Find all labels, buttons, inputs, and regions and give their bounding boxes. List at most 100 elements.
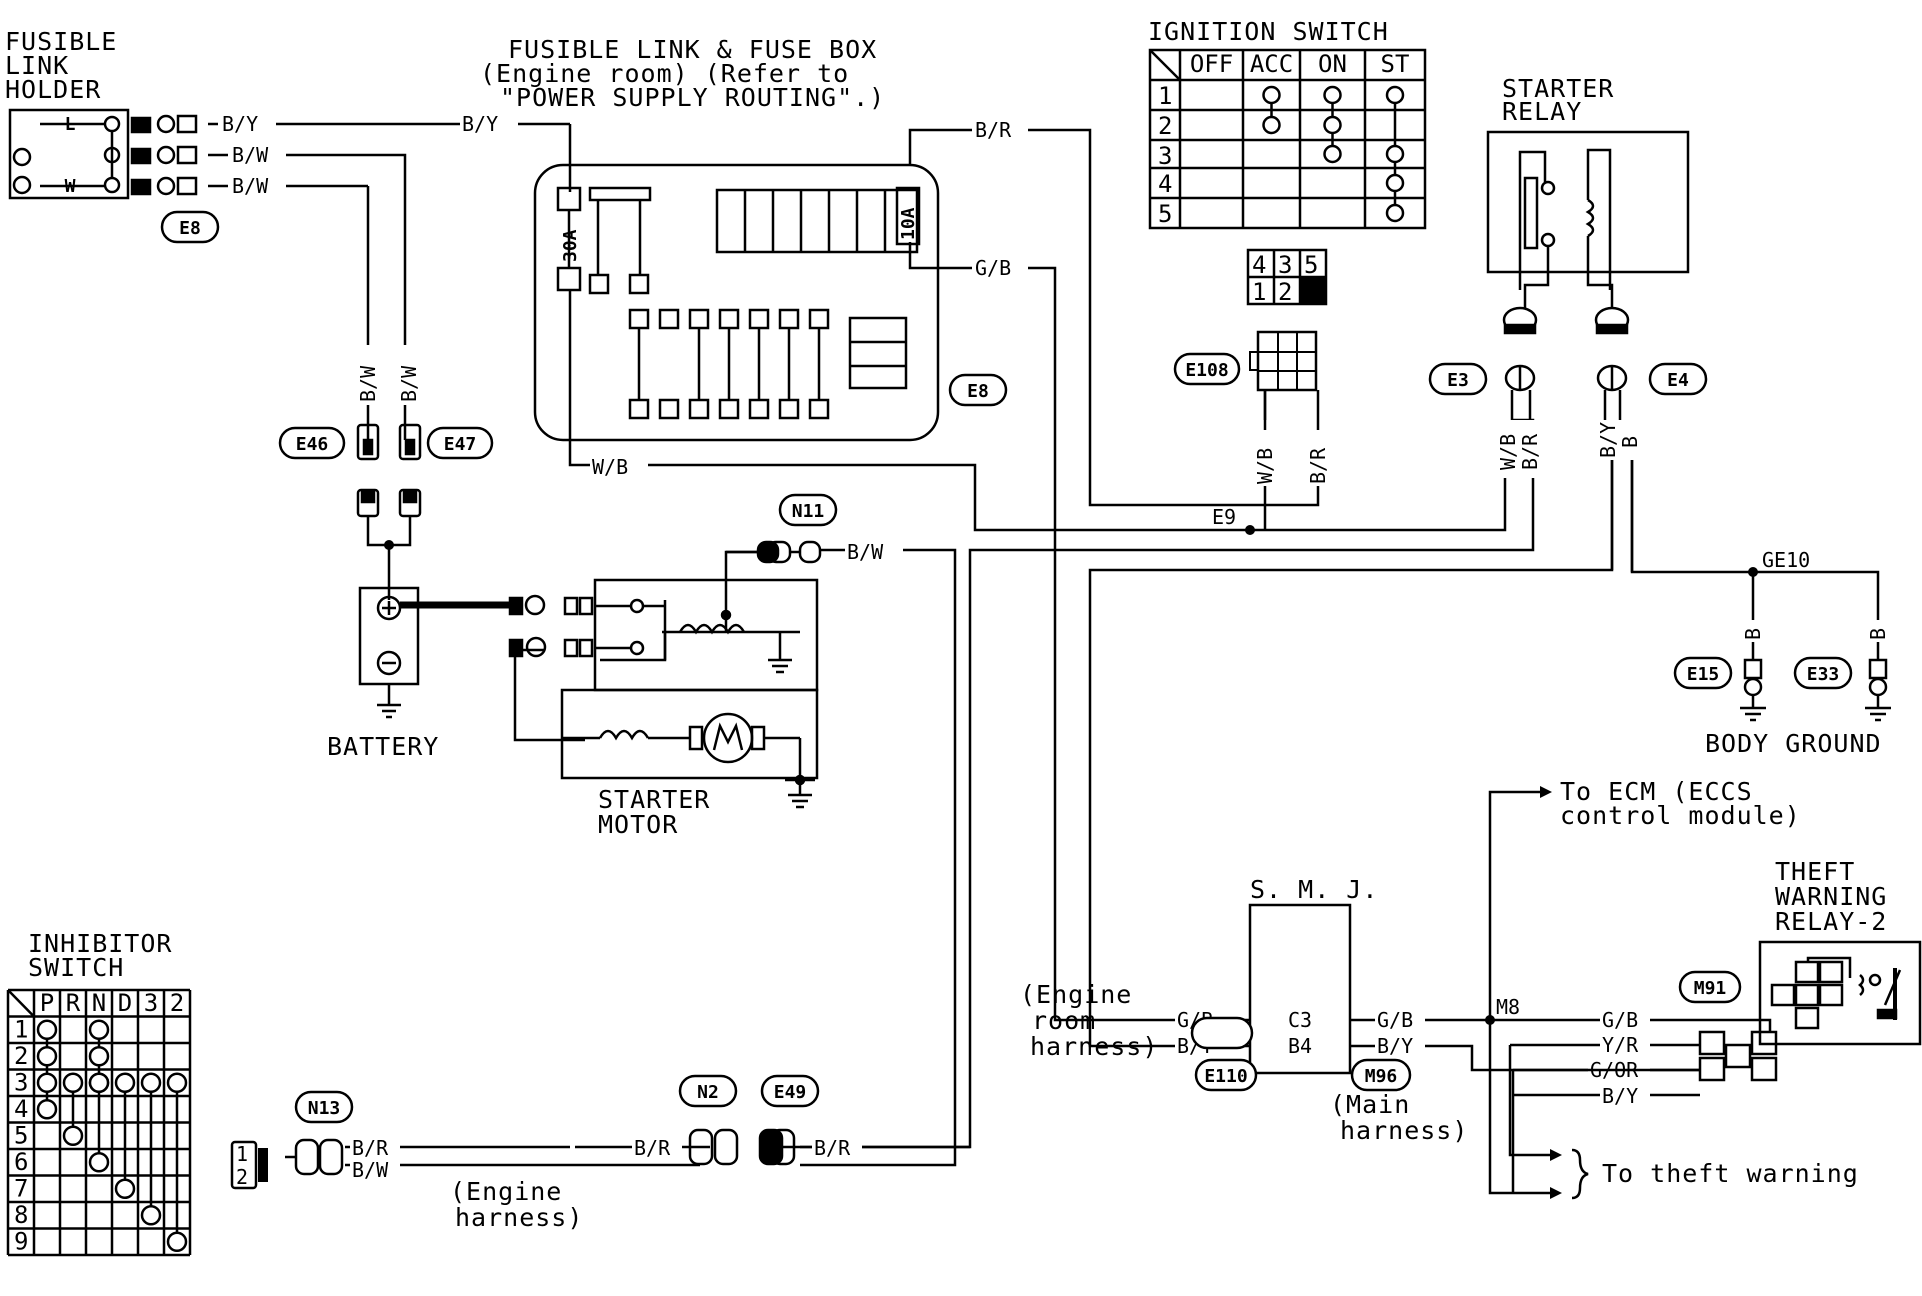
connector-N2-plug	[688, 1128, 796, 1166]
wire-label: B/Y	[1602, 1084, 1638, 1108]
ecm-arrow	[1540, 786, 1552, 798]
ignition-row-label: 3	[1158, 142, 1172, 170]
wire-label: B/W	[232, 143, 269, 167]
connector-M91-body	[1698, 1018, 1778, 1082]
ignition-header: ON	[1318, 50, 1347, 78]
wire-label: W/B	[592, 455, 628, 479]
connector-E33: E33	[1793, 656, 1853, 690]
ignition-continuity-dot	[1385, 85, 1405, 105]
fuse-10a: 10A	[898, 207, 919, 240]
engine-room-harness-line1: (Engine	[1020, 980, 1132, 1009]
wire-label: B/R	[1306, 447, 1330, 484]
connector-label: M91	[1694, 978, 1727, 999]
inhibitor-row-label: 7	[14, 1175, 28, 1203]
starter-motor-title: STARTER MOTOR	[598, 785, 709, 839]
connector-E47: E47	[426, 426, 494, 460]
connector-label: E108	[1185, 360, 1228, 381]
connector-label: N2	[697, 1082, 719, 1103]
inhibitor-plug-pin-2: 2	[236, 1165, 248, 1189]
ignition-continuity-dot	[1385, 144, 1405, 164]
ignition-switch-table	[1148, 48, 1427, 230]
smj-pin-b4: B4	[1288, 1034, 1312, 1058]
wire-label: B/W	[847, 540, 884, 564]
junction-M8: M8	[1496, 995, 1520, 1019]
inhibitor-plug: 1 2	[230, 1138, 344, 1190]
connector-label: E47	[444, 434, 477, 455]
connector-label: E15	[1687, 664, 1720, 685]
connector-E108: E108	[1173, 352, 1241, 386]
battery	[358, 586, 420, 719]
ignition-header: OFF	[1190, 50, 1233, 78]
connector-E110	[1190, 1016, 1254, 1050]
starter-relay-title: STARTER RELAY	[1502, 74, 1613, 126]
ignition-pin-1: 1	[1252, 278, 1266, 306]
ignition-header: ST	[1381, 50, 1410, 78]
inhibitor-continuity-dot	[88, 1019, 110, 1040]
starter-relay-title-line2: RELAY	[1502, 97, 1582, 126]
wire-label: B/W	[356, 365, 380, 402]
wire-label: B/W	[352, 1158, 389, 1182]
theft-relay-title-line2: WARNING	[1775, 882, 1887, 911]
battery-label: BATTERY	[327, 732, 439, 761]
connector-E46: E46	[278, 426, 346, 460]
ignition-row-label: 5	[1158, 200, 1172, 228]
fuse-box-title: FUSIBLE LINK & FUSE BOX (Engine room) (R…	[480, 35, 884, 112]
connector-label: N11	[792, 501, 825, 522]
inhibitor-row-label: 8	[14, 1201, 28, 1229]
connector-label: M96	[1365, 1066, 1398, 1087]
fusible-link-holder-title-line3: HOLDER	[5, 75, 101, 104]
engine-room-harness-line3: harness)	[1030, 1032, 1158, 1061]
ignition-row-label: 1	[1158, 82, 1172, 110]
ignition-continuity-dot	[1385, 173, 1405, 193]
connector-N11-plug	[726, 540, 822, 564]
wire-label: W/B	[1253, 448, 1277, 484]
inhibitor-row-label: 3	[14, 1069, 28, 1097]
inhibitor-title-line2: SWITCH	[28, 953, 124, 982]
junction-GE10: GE10	[1762, 548, 1810, 572]
engine-room-harness-line2: room	[1032, 1006, 1096, 1035]
inhibitor-continuity-dot	[166, 1072, 188, 1093]
inhibitor-continuity-dot	[88, 1072, 110, 1093]
inhibitor-title-line1: INHIBITOR	[28, 929, 172, 958]
connector-N11: N11	[778, 493, 838, 527]
wire-label: G/B	[1377, 1008, 1413, 1032]
inhibitor-plug-pin-1: 1	[236, 1142, 248, 1166]
starter-motor-title-line2: MOTOR	[598, 810, 678, 839]
wire-label: B/Y	[222, 112, 258, 136]
fusible-link-holder	[8, 108, 198, 200]
main-harness-line2: harness)	[1340, 1116, 1468, 1145]
wire-label: B	[1866, 628, 1890, 640]
inhibitor-header: 3	[144, 989, 158, 1017]
inhibitor-row-label: 1	[14, 1016, 28, 1044]
ignition-row-label: 2	[1158, 112, 1172, 140]
ignition-continuity-dot	[1262, 115, 1281, 135]
connector-E8-fusebox: E8	[948, 373, 1008, 407]
wire-label: B/R	[975, 118, 1012, 142]
wire-label: G/B	[1602, 1008, 1638, 1032]
wire-label: B/R	[634, 1136, 671, 1160]
ignition-row-label: 4	[1158, 170, 1172, 198]
inhibitor-continuity-dot	[62, 1125, 84, 1146]
inhibitor-grid-diagonal	[7, 989, 35, 1018]
smj-title: S. M. J.	[1250, 875, 1378, 904]
inhibitor-continuity-dot	[166, 1231, 188, 1252]
inhibitor-continuity-dot	[62, 1072, 84, 1093]
wire-label: G/B	[975, 256, 1011, 280]
connector-E3: E3	[1428, 362, 1488, 396]
inhibitor-switch-continuity	[36, 1019, 188, 1252]
ground-terminals	[1740, 642, 1891, 722]
wire-label: B/Y	[1377, 1034, 1413, 1058]
connector-label: E33	[1807, 664, 1840, 685]
inhibitor-continuity-dot	[114, 1178, 136, 1199]
connector-label: N13	[308, 1098, 341, 1119]
smj-box: C3 B4	[1248, 903, 1352, 1075]
theft-relay-title-line1: THEFT	[1775, 857, 1855, 886]
fuse-box-title-line2: (Engine room) (Refer to	[480, 59, 849, 88]
connector-label: E3	[1447, 370, 1469, 391]
wire-label: B/R	[352, 1136, 389, 1160]
connector-E49: E49	[760, 1074, 820, 1108]
inhibitor-row-label: 9	[14, 1228, 28, 1256]
connector-label: E46	[296, 434, 329, 455]
